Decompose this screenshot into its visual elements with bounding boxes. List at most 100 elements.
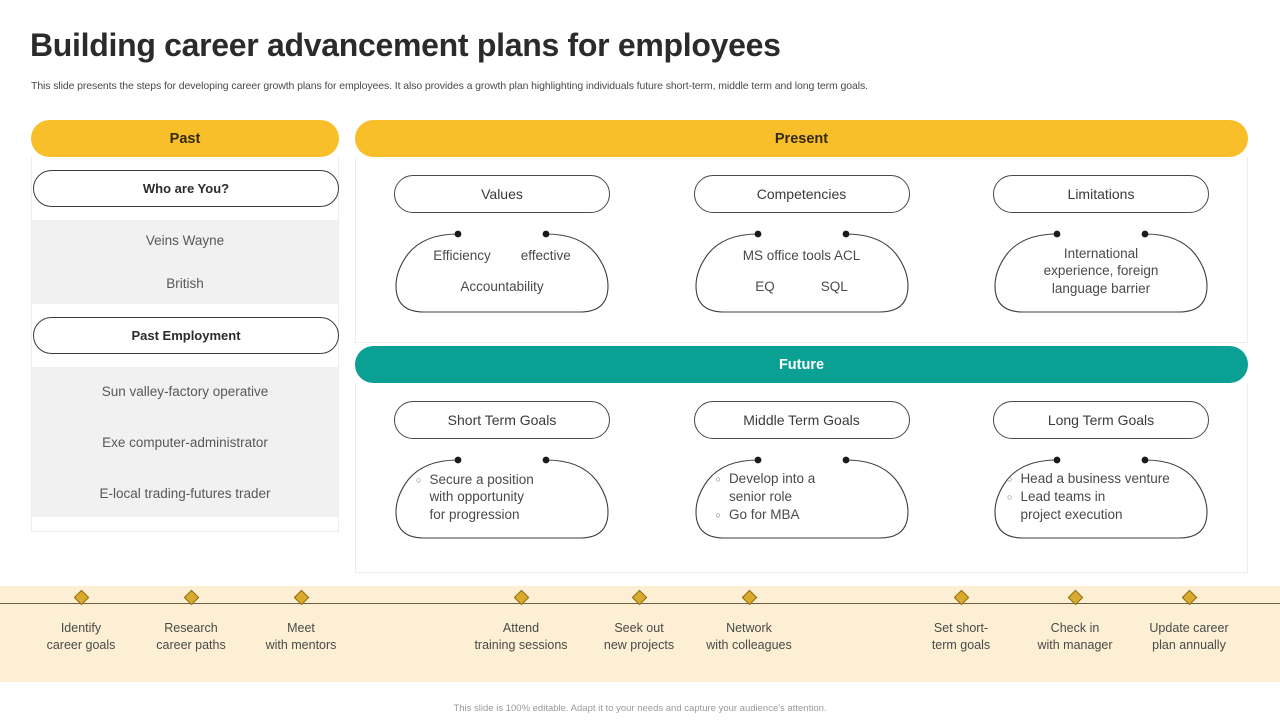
bubble-content: International experience, foreign langua…: [993, 228, 1209, 314]
bubble-value: SQL: [820, 278, 848, 294]
diamond-marker-icon: [513, 589, 529, 606]
bubble-shape: Efficiency effective Accountability: [394, 228, 610, 314]
past-block-items-0: Veins Wayne British: [32, 220, 338, 304]
card-title[interactable]: Short Term Goals: [394, 401, 610, 439]
present-header: Present: [355, 120, 1248, 157]
bubble-value: Accountability: [460, 278, 544, 294]
bubble-shape: International experience, foreign langua…: [993, 228, 1209, 314]
bubble-content: ○ Head a business venture ○ Lead teams i…: [993, 454, 1209, 540]
card-title[interactable]: Long Term Goals: [993, 401, 1209, 439]
diamond-marker-icon: [953, 589, 969, 606]
bubble-value: experience, foreign: [1043, 263, 1159, 279]
diamond-marker-icon: [1181, 589, 1197, 606]
present-card-limitations: Limitations International experience, fo…: [993, 175, 1209, 326]
bubble-content: Efficiency effective Accountability: [394, 228, 610, 314]
timeline-step-label: Set short-term goals: [931, 621, 991, 653]
bubble-outline-icon: [694, 230, 910, 314]
bubble-row: Efficiency effective: [410, 247, 594, 264]
bubble-outline-icon: [993, 230, 1209, 314]
past-item: Exe computer-administrator: [102, 434, 268, 450]
card-title[interactable]: Middle Term Goals: [693, 401, 910, 439]
bubble-outline-icon: [394, 456, 610, 540]
bullet-text: Go for MBA: [728, 506, 800, 522]
circle-bullet-icon: ○: [715, 509, 721, 520]
diamond-marker-icon: [293, 589, 309, 606]
bullet-text: Head a business venture: [1020, 471, 1170, 487]
present-body: Values Efficiency effective Accountabili…: [355, 157, 1248, 343]
future-card-long-term: Long Term Goals ○ Head a business ventur…: [993, 401, 1209, 556]
diamond-marker-icon: [1067, 589, 1083, 606]
bullet-item: ○ Head a business venture: [1007, 470, 1170, 488]
past-item: E-local trading-futures trader: [99, 485, 271, 501]
bubble-content: MS office tools ACL EQ SQL: [694, 228, 910, 314]
bubble-value: Efficiency: [433, 248, 491, 264]
past-item: British: [166, 276, 204, 291]
circle-bullet-icon: ○: [416, 474, 422, 485]
card-title[interactable]: Values: [394, 175, 610, 213]
diamond-marker-icon: [741, 589, 757, 606]
footer-note: This slide is 100% editable. Adapt it to…: [453, 703, 827, 714]
past-block-title-0[interactable]: Who are You?: [33, 170, 339, 207]
bubble-row: EQ SQL: [710, 278, 894, 295]
circle-bullet-icon: ○: [1007, 492, 1013, 503]
future-panel: Future Short Term Goals ○ Secure a posit…: [355, 346, 1248, 573]
circle-bullet-icon: ○: [1007, 474, 1013, 485]
diamond-marker-icon: [73, 589, 89, 606]
page-subtitle: This slide presents the steps for develo…: [31, 80, 868, 92]
bubble-value: language barrier: [1051, 280, 1151, 296]
bubble-shape: MS office tools ACL EQ SQL: [694, 228, 910, 314]
timeline-step[interactable]: Set short-term goals: [896, 589, 1026, 655]
past-column: Past Who are You? Veins Wayne British Pa…: [31, 120, 339, 532]
card-title[interactable]: Competencies: [693, 175, 910, 213]
bubble-outline-icon: [993, 456, 1209, 540]
bubble-value: effective: [520, 248, 571, 264]
past-panel: Who are You? Veins Wayne British Past Em…: [31, 157, 339, 532]
present-panel: Present Values Efficiency effective Acco…: [355, 120, 1248, 343]
past-item: Sun valley-factory operative: [101, 383, 269, 399]
past-block-title-1[interactable]: Past Employment: [33, 317, 339, 354]
bubble-value: International: [1063, 246, 1139, 262]
circle-bullet-icon: ○: [715, 474, 721, 485]
bubble-outline-icon: [694, 456, 910, 540]
present-card-competencies: Competencies MS office tools ACL EQ SQL: [693, 175, 910, 326]
bubble-outline-icon: [394, 230, 610, 314]
past-header: Past: [31, 120, 339, 157]
diamond-marker-icon: [183, 589, 199, 606]
bubble-value: MS office tools ACL: [742, 248, 861, 264]
bubble-value: EQ: [755, 278, 775, 294]
past-block-items-1: Sun valley-factory operative Exe compute…: [32, 367, 338, 517]
future-header: Future: [355, 346, 1248, 383]
past-item: Veins Wayne: [145, 233, 225, 248]
bubble-shape: ○ Head a business venture ○ Lead teams i…: [993, 454, 1209, 540]
bullet-item: ○ Go for MBA: [716, 506, 800, 524]
card-title[interactable]: Limitations: [993, 175, 1209, 213]
